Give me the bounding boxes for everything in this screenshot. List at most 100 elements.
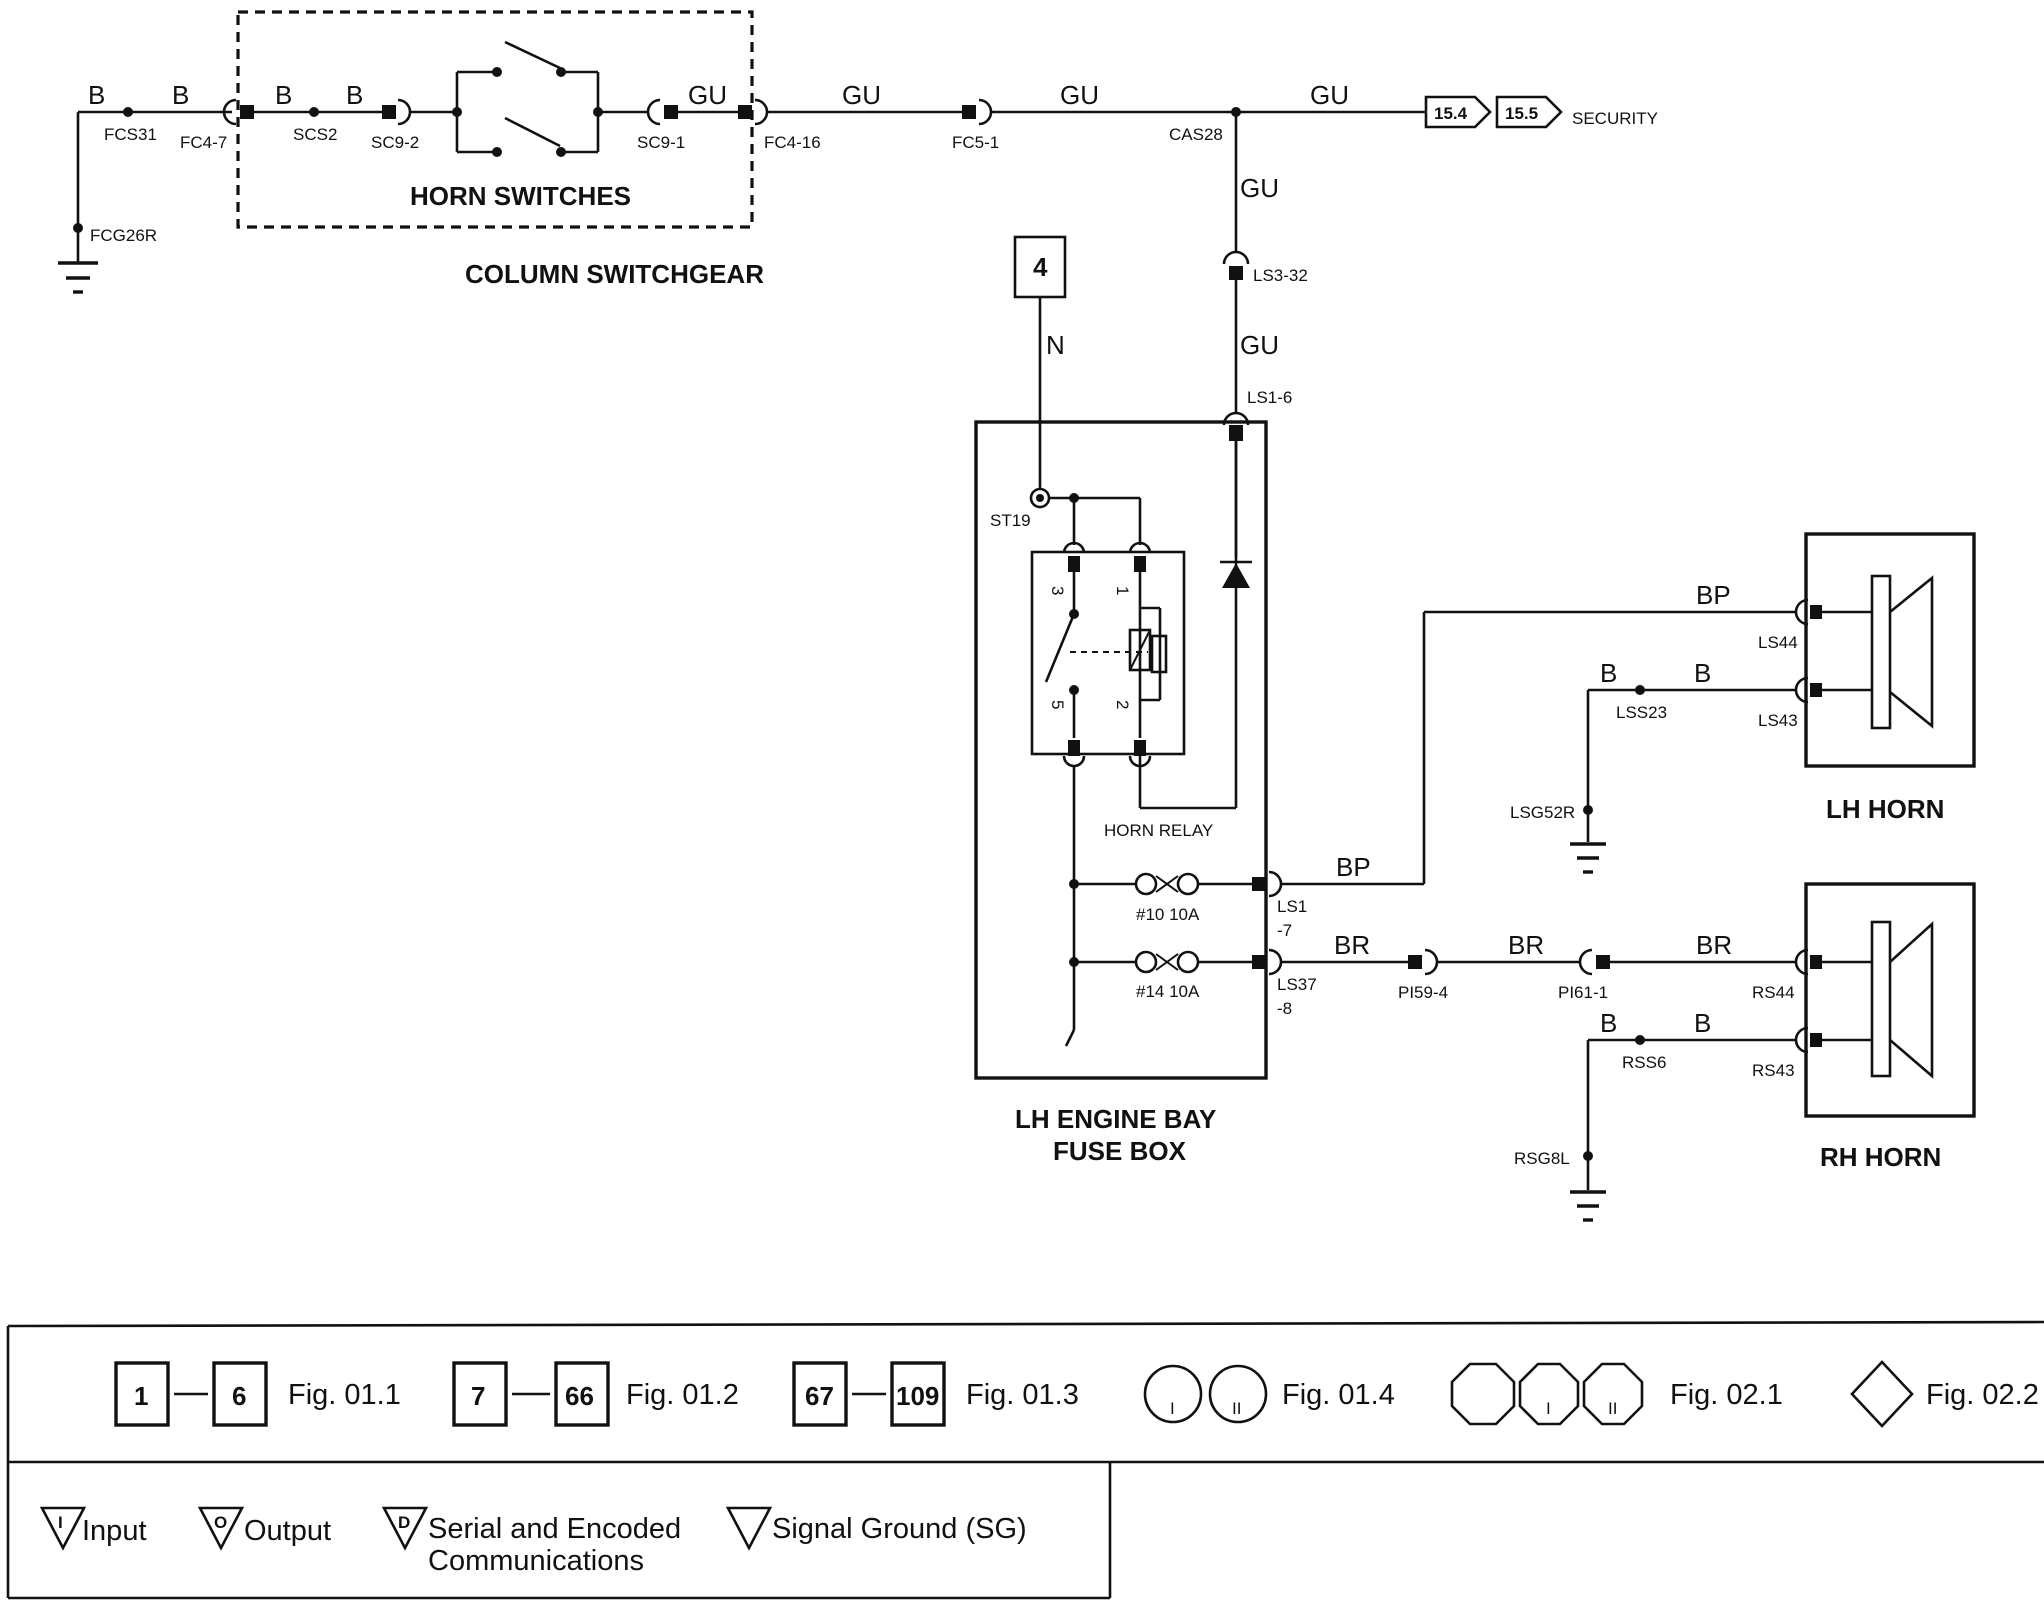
legend-output-triangle xyxy=(197,1506,245,1551)
horn-switches-label: HORN SWITCHES xyxy=(410,181,631,211)
wire-color-label: B xyxy=(346,80,363,110)
connector-label: LSS23 xyxy=(1616,703,1667,722)
connector-label: LS1 xyxy=(1277,897,1307,916)
wire-ground-to-fc4-7 xyxy=(78,107,232,117)
connector-sc9-1 xyxy=(646,98,678,126)
connector-label: SC9-2 xyxy=(371,133,419,152)
diode-branch xyxy=(1138,425,1252,810)
legend-fig-label: Fig. 01.1 xyxy=(288,1379,401,1411)
wire-color-label: N xyxy=(1046,330,1065,360)
connector-label: SCS2 xyxy=(293,125,337,144)
lh-horn xyxy=(1794,532,1976,768)
legend-fig-label: Fig. 01.2 xyxy=(626,1379,739,1411)
connector-label: PI61-1 xyxy=(1558,983,1608,1002)
wire-color-label: B xyxy=(1694,1008,1711,1038)
legend-output-mark: O xyxy=(214,1513,227,1532)
relay-pin-label: 2 xyxy=(1113,700,1132,709)
lh-horn-label: LH HORN xyxy=(1826,794,1944,824)
connector-label: FC4-7 xyxy=(180,133,227,152)
fuse-box-label-line1: LH ENGINE BAY xyxy=(1015,1104,1216,1134)
horn-relay-internals xyxy=(1044,541,1168,768)
connector-fc4-7 xyxy=(222,98,254,126)
legend-circle-mark: II xyxy=(1232,1399,1241,1418)
legend-input-mark: I xyxy=(58,1513,63,1532)
fuse-14 xyxy=(1134,950,1266,974)
wire-color-label: GU xyxy=(1240,173,1279,203)
legend-fig-label: Fig. 01.4 xyxy=(1282,1379,1395,1411)
connector-label: -8 xyxy=(1277,999,1292,1018)
wire-relay-to-fuses xyxy=(1064,766,1136,1047)
wire-br-to-rh-horn xyxy=(1281,948,1796,976)
wire-color-label: B xyxy=(1600,658,1617,688)
legend-output-label: Output xyxy=(244,1515,331,1547)
legend-signal-ground-label: Signal Ground (SG) xyxy=(772,1513,1027,1545)
connector-label: RSG8L xyxy=(1514,1149,1570,1168)
connector-label: RSS6 xyxy=(1622,1053,1666,1072)
connector-label: PI59-4 xyxy=(1398,983,1448,1002)
column-switchgear-box xyxy=(236,10,754,229)
legend-box-number: 7 xyxy=(471,1381,485,1411)
wire-color-label: GU xyxy=(1310,80,1349,110)
wire-color-label: BR xyxy=(1508,930,1544,960)
connector-label: LSG52R xyxy=(1510,803,1575,822)
legend-serial-triangle xyxy=(381,1506,429,1551)
connector-label: ST19 xyxy=(990,511,1031,530)
legend-octagon-mark: I xyxy=(1546,1399,1551,1418)
relay-pin-label: 1 xyxy=(1113,586,1132,595)
rh-horn-label: RH HORN xyxy=(1820,1142,1941,1172)
connector-label: RS43 xyxy=(1752,1061,1795,1080)
wire-color-label: BR xyxy=(1696,930,1732,960)
wire-color-label: B xyxy=(172,80,189,110)
fuse-10 xyxy=(1134,872,1266,896)
horn-switches xyxy=(410,40,648,157)
legend-input-label: Input xyxy=(82,1515,147,1547)
wire-color-label: GU xyxy=(1060,80,1099,110)
wire-st19-to-relay xyxy=(1049,493,1142,545)
rh-horn xyxy=(1794,882,1976,1118)
wire-color-label: BP xyxy=(1336,852,1371,882)
legend-signal-ground-triangle xyxy=(725,1506,773,1551)
relay-pin-label: 5 xyxy=(1048,700,1067,709)
connector-ls1-7 xyxy=(1268,870,1283,898)
legend-serial-mark: D xyxy=(398,1513,410,1532)
fuse-label: #10 10A xyxy=(1136,905,1200,924)
connector-label: LS1-6 xyxy=(1247,388,1292,407)
ref-15-4-tag xyxy=(1424,95,1492,129)
legend-fig-01-2 xyxy=(452,1361,610,1427)
connector-label: LS37 xyxy=(1277,975,1317,994)
legend-box-number: 66 xyxy=(565,1381,594,1411)
wire-color-label: GU xyxy=(842,80,881,110)
wire-color-label: B xyxy=(1600,1008,1617,1038)
ref-15-5-label: 15.5 xyxy=(1505,104,1538,123)
legend-circles xyxy=(1143,1364,1268,1424)
fuse-box-label-line2: FUSE BOX xyxy=(1053,1136,1187,1166)
legend-input-triangle xyxy=(39,1506,87,1551)
ref-15-5-tag xyxy=(1495,95,1563,129)
lh-engine-bay-fuse-box xyxy=(974,420,1268,1080)
legend-fig-label: Fig. 02.2 xyxy=(1926,1379,2039,1411)
wire-rh-horn-ground xyxy=(1570,1035,1796,1222)
column-switchgear-label: COLUMN SWITCHGEAR xyxy=(465,259,764,289)
legend-box-number: 109 xyxy=(896,1381,939,1411)
connector-ls37-8 xyxy=(1268,948,1283,976)
legend-fig-01-1 xyxy=(114,1361,268,1427)
legend-fig-label: Fig. 01.3 xyxy=(966,1379,1079,1411)
wire-lh-horn-ground xyxy=(1570,685,1796,874)
ref-15-4-label: 15.4 xyxy=(1434,104,1468,123)
relay-pin-label: 3 xyxy=(1048,586,1067,595)
horn-relay-label: HORN RELAY xyxy=(1104,821,1213,840)
wire-fc5-1-to-security xyxy=(991,107,1426,117)
legend-diamond xyxy=(1850,1360,1914,1428)
connector-label: LS3-32 xyxy=(1253,266,1308,285)
connector-label: FC4-16 xyxy=(764,133,821,152)
wire-color-label: B xyxy=(275,80,292,110)
legend-circle-mark: I xyxy=(1170,1399,1175,1418)
terminal-st19 xyxy=(1029,487,1051,509)
connector-label: -7 xyxy=(1277,921,1292,940)
connector-label: LS44 xyxy=(1758,633,1798,652)
legend-serial-label-line1: Serial and Encoded xyxy=(428,1513,681,1545)
horn-relay-box xyxy=(1030,550,1186,756)
ground-fcg26r xyxy=(58,112,98,294)
legend-box-number: 6 xyxy=(232,1381,246,1411)
